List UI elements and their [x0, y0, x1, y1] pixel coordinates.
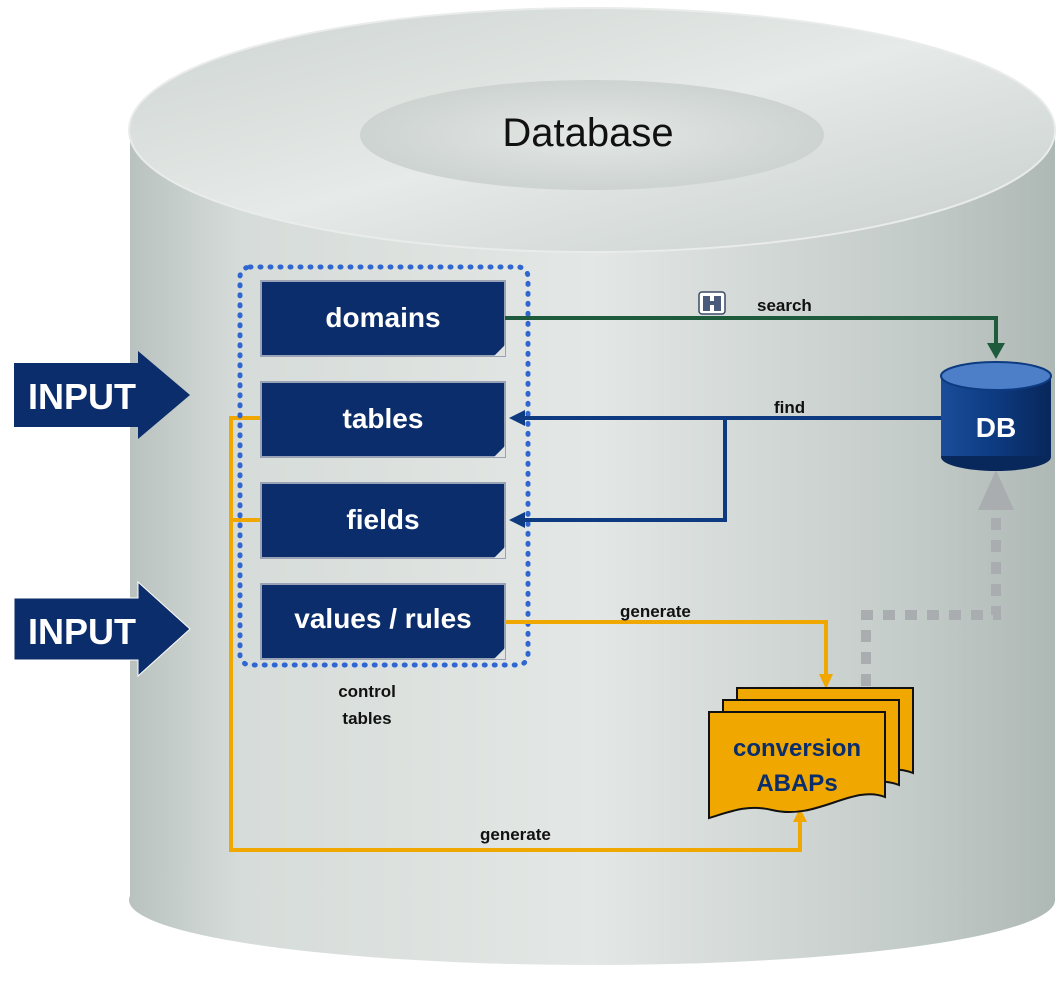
edge-label-search: search [757, 296, 812, 315]
generate-connector-top [505, 620, 833, 689]
input-label: INPUT [28, 611, 136, 652]
input-arrow-top: INPUT [14, 351, 190, 439]
control-table-label: fields [346, 504, 419, 535]
control-table-values-rules: values / rules [260, 583, 506, 660]
input-label: INPUT [28, 376, 136, 417]
input-arrow-bottom: INPUT [13, 580, 191, 678]
find-connector [525, 416, 944, 522]
control-table-fields: fields [260, 482, 506, 559]
db-node-label: DB [976, 412, 1016, 443]
dashed-connector-abap-db [861, 510, 1001, 686]
find-arrowhead-tables [509, 410, 525, 426]
db-node: DB [940, 361, 1052, 471]
control-tables-caption-line1: control [338, 682, 396, 701]
find-arrowhead-fields [509, 512, 525, 528]
database-cylinder [128, 7, 1056, 965]
conversion-label-line1: conversion [733, 735, 861, 762]
control-table-label: values / rules [294, 603, 471, 634]
control-table-domains: domains [260, 280, 506, 357]
edge-label-generate-top: generate [620, 602, 691, 621]
conversion-abaps-stack: conversion ABAPs [708, 687, 914, 820]
control-table-tables: tables [260, 381, 506, 458]
binoculars-icon [698, 291, 726, 315]
control-tables-caption-line2: tables [342, 709, 391, 728]
control-tables-frame [237, 264, 531, 668]
edge-label-generate-bottom: generate [480, 825, 551, 844]
search-connector [505, 316, 1005, 359]
dashed-arrowhead [978, 470, 1014, 510]
control-table-label: domains [325, 302, 440, 333]
control-table-label: tables [343, 403, 424, 434]
database-title: Database [502, 111, 673, 155]
conversion-label-line2: ABAPs [756, 770, 837, 797]
edge-label-find: find [774, 398, 805, 417]
